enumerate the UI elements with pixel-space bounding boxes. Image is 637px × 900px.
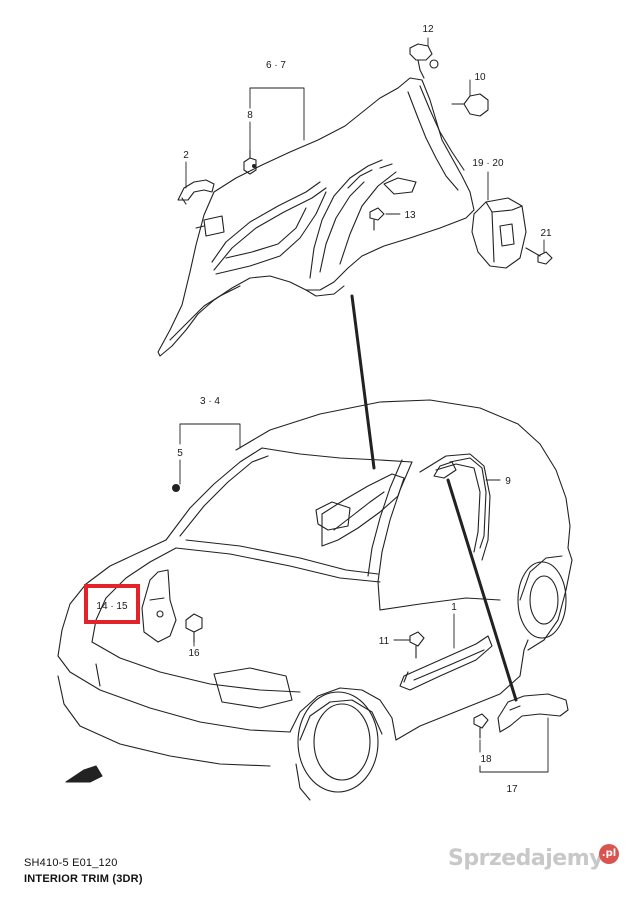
callout-3-4: 3 · 4 (200, 396, 220, 407)
cap-part-10 (451, 93, 489, 117)
quarter-trim-panel (157, 77, 475, 357)
fastener-details (172, 164, 256, 492)
clip-part-16 (185, 613, 203, 643)
callout-labels: 12 6 · 7 10 8 2 19 · 20 13 21 3 · 4 5 9 … (96, 24, 552, 795)
diagram-code: SH410-5 E01_120 (24, 857, 118, 869)
callout-16: 16 (188, 648, 200, 659)
callout-2: 2 (183, 150, 189, 161)
leader-lines (179, 37, 549, 773)
sill-plate-part-1 (399, 635, 493, 691)
bracket-part-14-15 (141, 569, 177, 643)
clip-part-11 (409, 631, 425, 659)
callout-18: 18 (480, 754, 492, 765)
watermark-text: Sprzedajemy (448, 846, 604, 871)
callout-19-20: 19 · 20 (472, 158, 504, 169)
screw-part-18 (473, 713, 489, 739)
callout-21: 21 (540, 228, 552, 239)
callout-10: 10 (474, 72, 486, 83)
diagram-title: INTERIOR TRIM (3DR) (24, 873, 143, 885)
bolt-part-12 (409, 43, 439, 79)
screw-part-13 (369, 207, 385, 231)
callout-13: 13 (404, 210, 416, 221)
screw-part-21 (525, 247, 553, 265)
callout-9: 9 (505, 476, 511, 487)
pillar-trim-part-9 (433, 457, 487, 549)
callout-12: 12 (422, 24, 434, 35)
callout-14-15: 14 · 15 (96, 601, 128, 612)
front-direction-arrow-icon (65, 765, 103, 783)
highlight-box-14-15 (84, 584, 140, 624)
callout-11: 11 (379, 636, 390, 647)
car-body (57, 399, 573, 801)
callout-17: 17 (506, 784, 518, 795)
callout-8: 8 (247, 110, 253, 121)
connection-lines (350, 294, 518, 702)
grip-part-17 (497, 693, 569, 733)
housing-part-19-20 (471, 197, 527, 269)
assist-grip-part (177, 179, 215, 205)
watermark-badge: .pl (599, 844, 619, 864)
callout-1: 1 (451, 602, 457, 613)
callout-5: 5 (177, 448, 183, 459)
inner-trim-shape (321, 473, 405, 547)
callout-6-7: 6 · 7 (266, 60, 286, 71)
